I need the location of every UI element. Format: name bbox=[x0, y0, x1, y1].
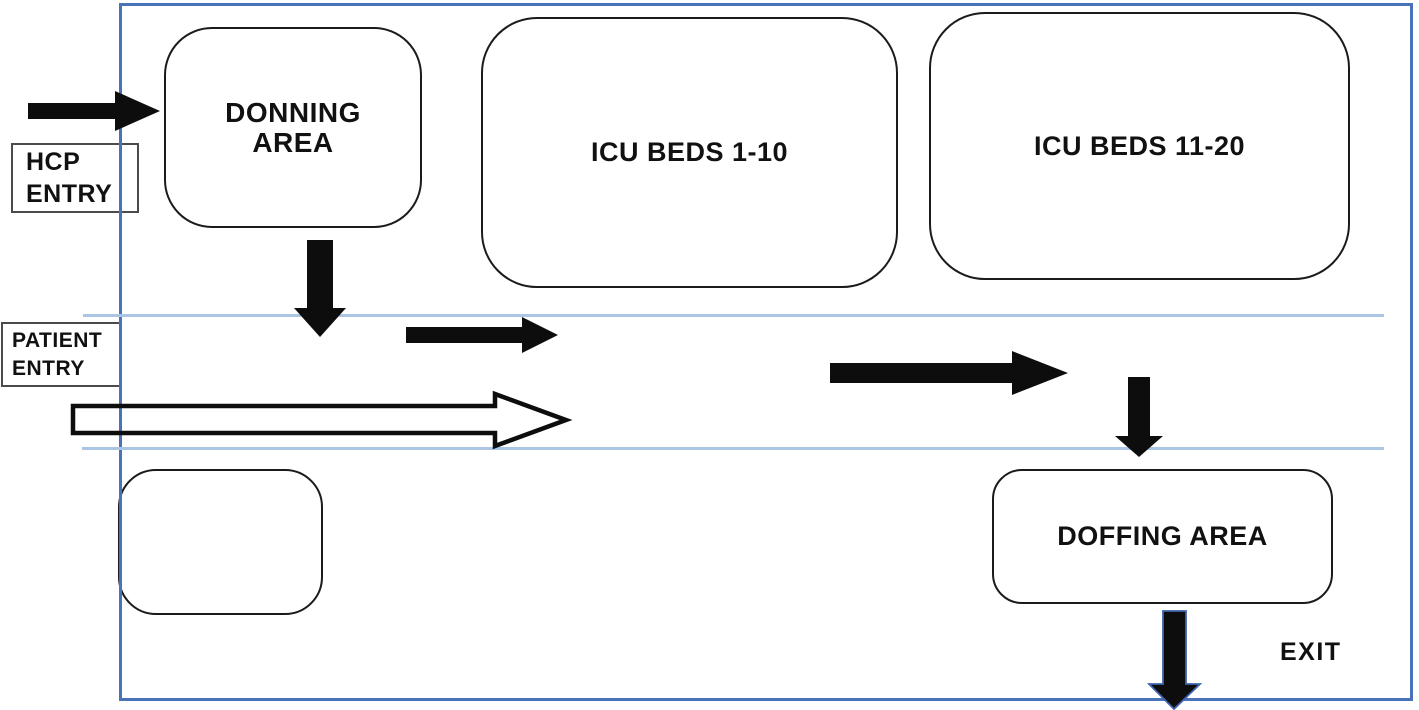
donning-area-label-line1: DONNING bbox=[225, 96, 361, 128]
patient-entry-label-line1: PATIENT bbox=[12, 328, 103, 352]
doffing-area-label: DOFFING AREA bbox=[1057, 521, 1268, 551]
donning-area-box: DONNING AREA bbox=[164, 27, 422, 228]
hcp-entry-label-line2: ENTRY bbox=[26, 180, 113, 208]
icu-beds-1-10-label: ICU BEDS 1-10 bbox=[590, 137, 789, 167]
patient-entry-label-box: PATIENT ENTRY bbox=[1, 322, 121, 387]
donning-area-label: DONNING AREA bbox=[225, 96, 361, 158]
icu-beds-11-20-label: ICU BEDS 11-20 bbox=[1033, 130, 1246, 161]
hcp-entry-label-box: HCP ENTRY bbox=[11, 143, 139, 213]
icu-beds-11-20-box: ICU BEDS 11-20 bbox=[929, 12, 1350, 280]
donning-area-label-line2: AREA bbox=[252, 126, 334, 158]
doffing-area-box: DOFFING AREA bbox=[992, 469, 1333, 604]
unlabeled-room-box bbox=[118, 469, 323, 615]
patient-entry-label-line2: ENTRY bbox=[12, 356, 85, 380]
hcp-entry-label-line1: HCP bbox=[26, 148, 81, 176]
icu-beds-1-10-box: ICU BEDS 1-10 bbox=[481, 17, 898, 288]
